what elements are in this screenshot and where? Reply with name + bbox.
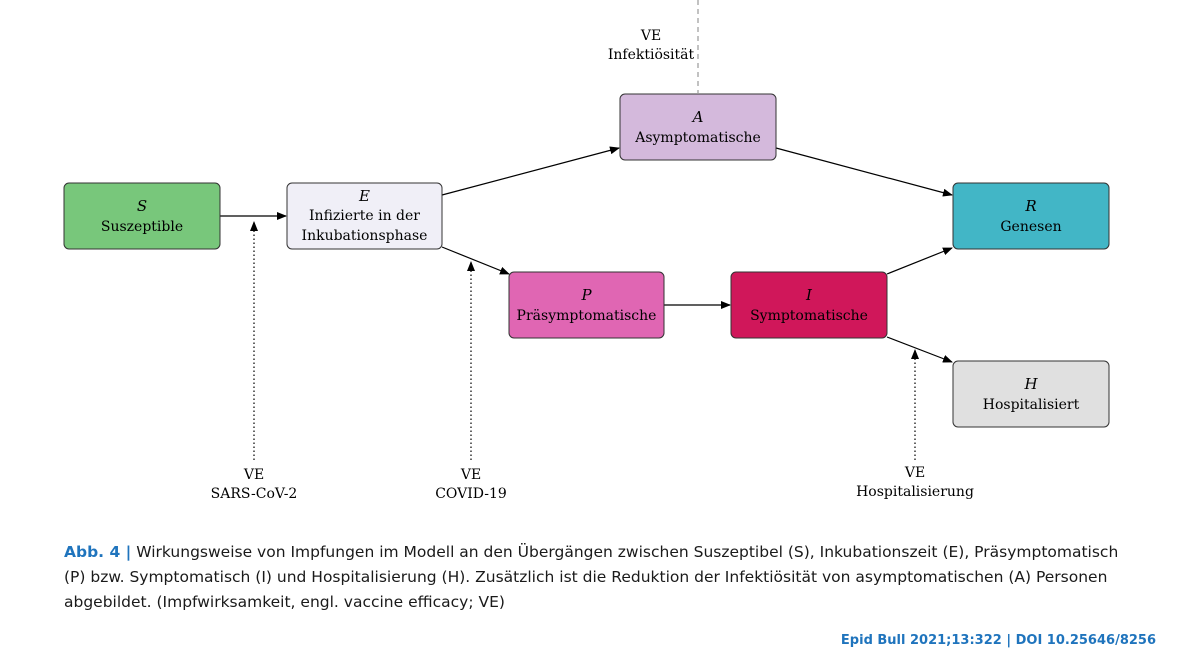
node-h-letter: H [1023, 375, 1038, 393]
node-r-letter: R [1024, 197, 1036, 215]
node-a-box [619, 93, 777, 161]
arrow-i-to-r [886, 247, 953, 275]
ve-hosp-label-line1: VE [904, 465, 925, 481]
node-p: P Präsymptomatische [508, 271, 665, 339]
node-a-label: Asymptomatische [634, 130, 761, 146]
ve-sars-label-line2: SARS-CoV-2 [211, 486, 298, 502]
node-r: R Genesen [952, 182, 1110, 250]
node-h-box [952, 360, 1110, 428]
node-r-label: Genesen [1000, 219, 1061, 235]
node-s-label: Suszeptible [101, 219, 183, 235]
ve-infectiousness-label-line2: Infektiösität [608, 47, 695, 63]
arrow-e-to-a [441, 146, 620, 196]
node-e: E Infizierte in der Inkubationsphase [286, 182, 443, 250]
node-s-box [63, 182, 221, 250]
figure-label: Abb. 4 | [64, 543, 132, 561]
arrow-e-to-p [441, 246, 510, 275]
ve-effect-lines [250, 0, 919, 460]
ve-covid-label-line2: COVID-19 [435, 486, 507, 502]
ve-covid-label-line1: VE [460, 467, 481, 483]
node-i: I Symptomatische [730, 271, 888, 339]
node-h-label: Hospitalisiert [983, 397, 1080, 413]
node-r-box [952, 182, 1110, 250]
transition-arrows [220, 146, 953, 363]
node-p-box [508, 271, 665, 339]
node-p-letter: P [580, 286, 592, 304]
node-e-label-line2: Inkubationsphase [302, 228, 428, 244]
node-p-label: Präsymptomatische [517, 308, 657, 324]
node-e-box [286, 182, 443, 250]
arrow-i-to-h [886, 336, 953, 363]
ve-sars-label-line1: VE [243, 467, 264, 483]
node-i-label: Symptomatische [750, 308, 868, 324]
vaccination-model-diagram: S Suszeptible E Infizierte in der Inkuba… [63, 0, 1110, 502]
node-e-label-line1: Infizierte in der [309, 208, 420, 224]
caption-text: Wirkungsweise von Impfungen im Modell an… [64, 543, 1119, 611]
citation-footer: Epid Bull 2021;13:322 | DOI 10.25646/825… [840, 633, 1156, 648]
node-h: H Hospitalisiert [952, 360, 1110, 428]
node-s-letter: S [137, 197, 147, 215]
ve-infectiousness-label-line1: VE [640, 28, 661, 44]
node-s: S Suszeptible [63, 182, 221, 250]
node-a: A Asymptomatische [619, 93, 777, 161]
node-i-letter: I [805, 286, 813, 304]
figure-caption: Abb. 4 | Wirkungsweise von Impfungen im … [64, 540, 1144, 615]
node-a-letter: A [691, 108, 704, 126]
arrow-a-to-r [775, 147, 953, 197]
ve-hosp-label-line2: Hospitalisierung [856, 484, 974, 500]
node-i-box [730, 271, 888, 339]
node-e-letter: E [358, 187, 370, 205]
